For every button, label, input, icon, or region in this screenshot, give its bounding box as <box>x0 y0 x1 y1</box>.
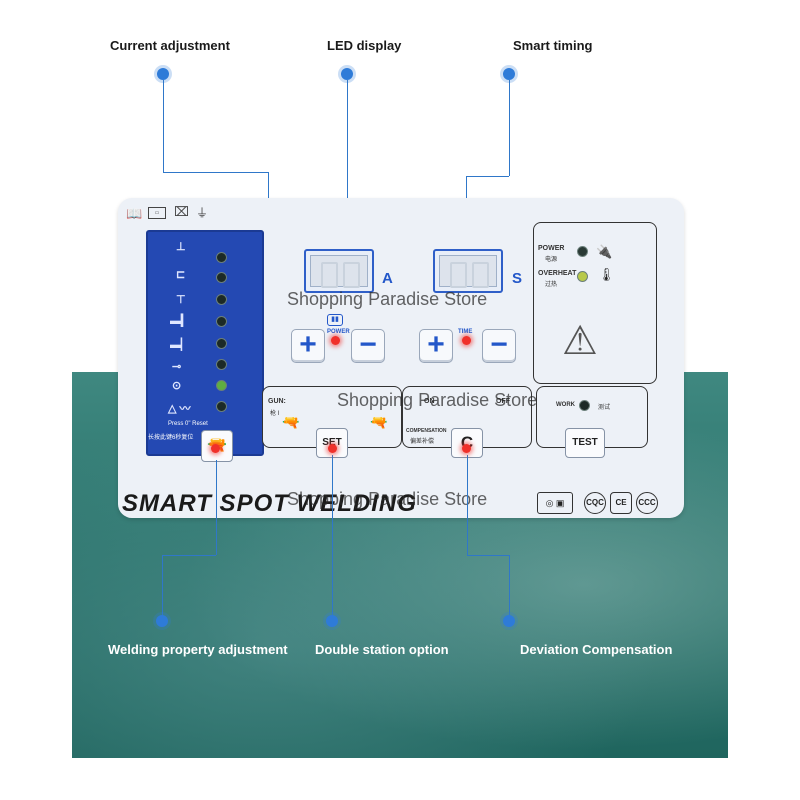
set-button[interactable]: SET <box>316 428 348 458</box>
callout-dot <box>503 615 515 627</box>
time-label: TIME <box>458 329 473 335</box>
callout-dot <box>157 68 169 80</box>
digit-segment <box>450 262 467 288</box>
indicator-led <box>216 316 227 327</box>
test-cn: 测试 <box>598 405 611 411</box>
indicator-led <box>216 380 227 391</box>
manual-icon: 📖 <box>126 206 143 221</box>
status-power-label: POWER <box>538 245 565 252</box>
cert-cqc: CQC <box>584 492 606 514</box>
quality-mark-icon: ◎ ▣ <box>537 492 573 514</box>
indicator-led <box>216 272 227 283</box>
cert-ce: CE <box>610 492 632 514</box>
callout-dot <box>326 615 338 627</box>
callout-dot <box>156 615 168 627</box>
cert-ccc: CCC <box>636 492 658 514</box>
compensation-cn: 偏差补偿 <box>410 439 435 445</box>
label-current-adjustment: Current adjustment <box>110 38 230 53</box>
callout-marker <box>462 444 471 453</box>
callout-line <box>162 555 163 621</box>
reset-hint-cn: 长按此键6秒复位 <box>148 435 194 441</box>
digit-segment <box>472 262 489 288</box>
status-power-cn: 电源 <box>545 257 558 263</box>
indicator-led <box>216 359 227 370</box>
reset-hint: Press 0" Reset <box>168 421 208 427</box>
watermark: Shopping Paradise Store <box>287 489 488 509</box>
callout-marker <box>328 444 337 453</box>
callout-line <box>467 455 468 555</box>
callout-line <box>509 80 510 176</box>
gun-one-icon: 🔫 <box>282 414 300 430</box>
callout-marker <box>331 336 340 345</box>
triangle-wave-icon: △ 〰 <box>168 403 191 415</box>
power-plug-icon: 🔌 <box>596 244 613 259</box>
callout-line <box>163 80 164 172</box>
callout-line <box>332 455 333 621</box>
callout-line <box>509 555 510 621</box>
indicator-led <box>216 401 227 412</box>
time-increase-button[interactable]: + <box>419 329 453 363</box>
callout-dot <box>503 68 515 80</box>
warning-icon: ⚠ <box>562 319 598 363</box>
gun-label: GUN: <box>268 398 286 405</box>
label-led-display: LED display <box>327 38 402 53</box>
ground-icon: ⏚ <box>196 206 209 220</box>
nut-symbol-icon: ⊥ <box>176 241 186 253</box>
led-display-a <box>304 249 374 293</box>
label-welding-property: Welding property adjustment <box>108 642 288 657</box>
callout-marker <box>462 336 471 345</box>
welding-property-strip <box>146 230 264 456</box>
display-s-letter: S <box>512 270 523 287</box>
pack-icon: ▭ <box>148 207 166 219</box>
pin-symbol-icon: ▬▏ <box>170 339 190 351</box>
power-level-icon: ▮▮ <box>327 314 343 326</box>
power-label: POWER <box>327 329 350 335</box>
compensation-button[interactable]: C <box>451 428 483 458</box>
callout-marker <box>211 444 220 453</box>
label-double-station: Double station option <box>315 642 449 657</box>
gun-cn: 枪 I <box>270 411 280 417</box>
status-overheat-cn: 过热 <box>545 282 558 288</box>
watermark: Shopping Paradise Store <box>287 289 488 309</box>
callout-line <box>467 555 509 556</box>
callout-line <box>347 80 348 280</box>
label-smart-timing: Smart timing <box>513 38 593 53</box>
screw-symbol-icon: ⊤ <box>176 294 186 306</box>
callout-line <box>466 176 509 177</box>
thermometer-icon: 🌡 <box>598 267 615 282</box>
watermark: Shopping Paradise Store <box>337 390 538 410</box>
led-display-s <box>433 249 503 293</box>
callout-line <box>162 555 216 556</box>
digit-segment <box>321 262 338 288</box>
label-deviation-compensation: Deviation Compensation <box>520 642 673 657</box>
work-label: WORK <box>556 402 575 408</box>
digit-segment <box>343 262 360 288</box>
indicator-led <box>216 294 227 305</box>
gun-two-icon: 🔫 <box>370 414 388 430</box>
off-label: OFF <box>496 398 510 405</box>
power-led <box>577 246 588 257</box>
status-box <box>533 222 657 384</box>
ring-symbol-icon: ⊸ <box>172 361 182 373</box>
work-led <box>579 400 590 411</box>
test-button[interactable]: TEST <box>565 428 605 458</box>
callout-line <box>163 172 268 173</box>
current-increase-button[interactable]: + <box>291 329 325 363</box>
indicator-led <box>216 252 227 263</box>
washer-symbol-icon: ⊙ <box>172 380 182 392</box>
stud-symbol-icon: ▬▎ <box>170 315 190 327</box>
compensation-label: COMPENSATION <box>406 428 447 434</box>
callout-line <box>216 460 217 555</box>
bolt-symbol-icon: ⊏ <box>176 269 186 281</box>
on-label: ON <box>424 398 435 405</box>
overheat-led <box>577 271 588 282</box>
display-a-letter: A <box>382 270 393 287</box>
indicator-led <box>216 338 227 349</box>
time-decrease-button[interactable]: − <box>482 329 516 363</box>
callout-dot <box>341 68 353 80</box>
recycle-bin-icon: ⌧ <box>174 204 189 219</box>
panel-title: SMART SPOT WELDING <box>122 490 417 517</box>
current-decrease-button[interactable]: − <box>351 329 385 363</box>
status-overheat-label: OVERHEAT <box>538 270 577 277</box>
